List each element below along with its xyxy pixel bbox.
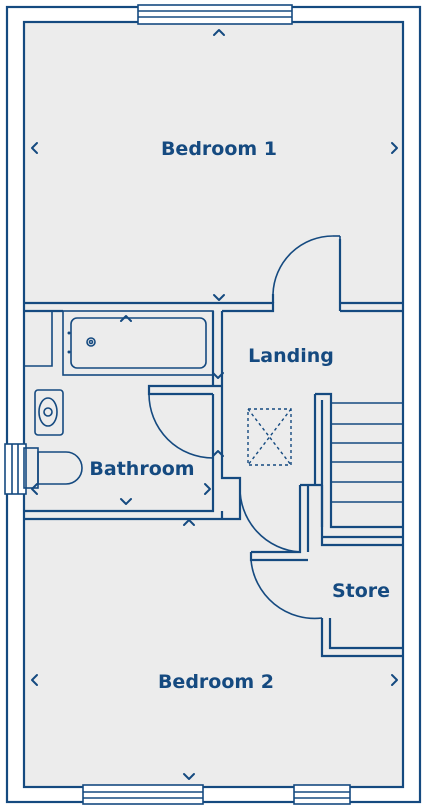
staircase — [313, 392, 403, 529]
bathroom-door-swing — [148, 393, 214, 459]
room-label-store: Store — [332, 580, 390, 602]
room-label-bedroom-1: Bedroom 1 — [161, 138, 277, 160]
bathtub — [62, 310, 214, 376]
bedroom1-door-swing — [272, 235, 334, 295]
bottom-window-right — [293, 784, 351, 805]
left-window — [4, 443, 27, 495]
wall-bedroom1-south — [24, 239, 403, 313]
loft-hatch — [247, 408, 292, 466]
dimension-marks — [31, 29, 398, 780]
wall-store-south — [320, 618, 403, 658]
bedroom2-door-swing — [239, 485, 301, 553]
toilet — [23, 447, 83, 489]
room-label-bathroom: Bathroom — [89, 458, 194, 480]
bottom-window-left — [82, 784, 204, 805]
wall-bathroom-east — [24, 384, 242, 521]
room-label-bedroom-2: Bedroom 2 — [158, 671, 274, 693]
top-window — [137, 4, 293, 25]
boxing — [24, 311, 53, 367]
store-door-swing — [250, 559, 323, 620]
wash-basin — [34, 389, 64, 436]
room-label-landing: Landing — [248, 345, 334, 367]
